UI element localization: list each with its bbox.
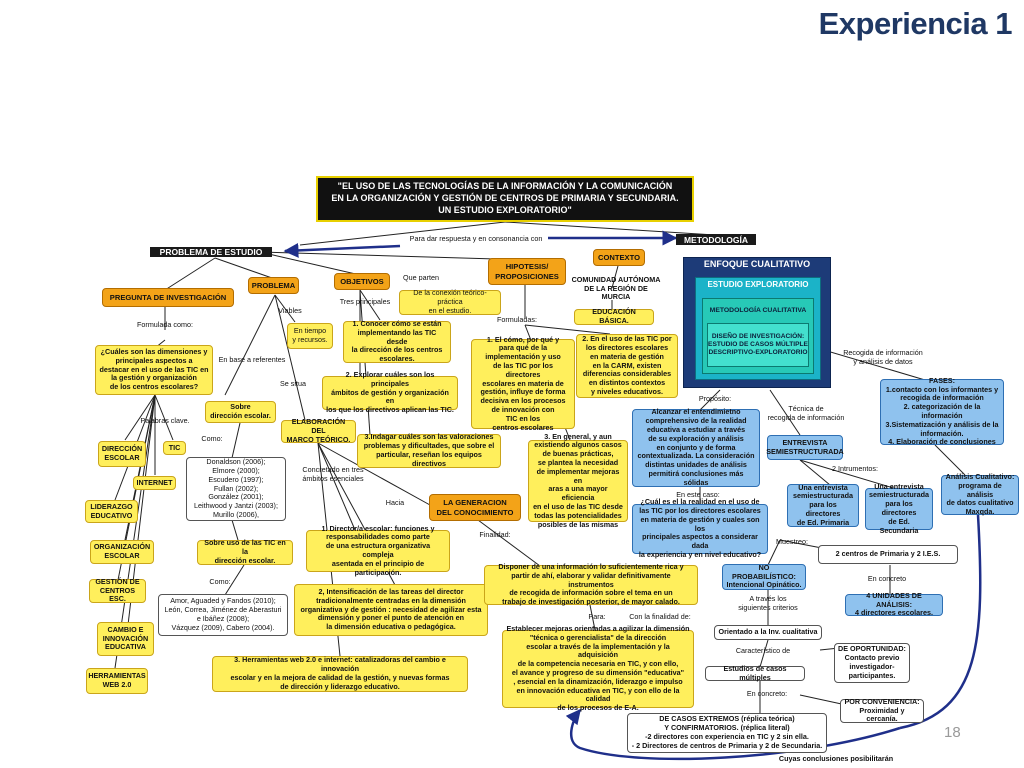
- link-proposito: Propósito:: [698, 393, 732, 403]
- kw-cambio: CAMBIO E INNOVACIÓN EDUCATIVA: [97, 622, 154, 656]
- link-muestreo: Muestreo:: [776, 536, 808, 546]
- link-a-traves: A través los siguientes criterios: [738, 594, 798, 612]
- metodologia-cualitativa-title: METODOLOGÍA CUALITATIVA: [709, 307, 807, 314]
- objetivo-3-node: 3.Indagar cuáles son las valoraciones pr…: [357, 433, 501, 468]
- amor-refs-node: Amor, Aguaded y Fandos (2010); León, Cor…: [158, 594, 288, 636]
- disponer-node: Disponer de una información lo suficient…: [484, 562, 698, 606]
- link-tecnica: Técnica de recogida de información: [767, 404, 845, 422]
- cuatro-unidades-node: 4 UNIDADES DE ANÁLISIS: 4 directores esc…: [845, 591, 943, 617]
- alcanzar-node: Alcanzar el entendimietno comprehensivo …: [632, 408, 760, 487]
- estudios-casos-node: Estudios de casos múltiples: [705, 664, 805, 681]
- link-en-concreto-2: En concreto:: [746, 688, 788, 698]
- page-number: 18: [944, 724, 961, 741]
- hipotesis-3-node: 3. En general, y aun existiendo algunos …: [528, 432, 628, 528]
- objetivo-2-node: 2. Explorar cuáles son los principales á…: [322, 370, 458, 414]
- link-dos-instr: 2 Intrumentos:: [832, 463, 878, 473]
- casos-extremos-node: DE CASOS EXTREMOS (réplica teórica) Y CO…: [627, 713, 827, 753]
- link-finalidad: Finalidad:: [479, 529, 511, 539]
- enfoque-cualitativo-title: ENFOQUE CUALITATIVO: [703, 259, 811, 269]
- comunidad-node: COMUNIDAD AUTÓNOMA DE LA REGIÓN DE MURCI…: [571, 274, 661, 302]
- no-probabilistico-node: NO PROBABILÍSTICO: Intencional Opinático…: [722, 563, 806, 590]
- fases-node: FASES: 1.contacto con los informantes y …: [880, 376, 1004, 446]
- link-con-finalidad: Con la finalidad de:: [629, 611, 691, 621]
- ambito-3-node: 3. Herramientas web 2.0 e internet: cata…: [212, 656, 468, 692]
- educacion-basica-node: EDUCACIÓN BÁSICA.: [574, 307, 654, 325]
- diseno-investigacion-node: DISEÑO DE INVESTIGACIÓN: ESTUDIO DE CASO…: [707, 323, 809, 367]
- link-viables: Viables: [278, 305, 302, 315]
- entrevista-node: ENTREVISTA SEMIESTRUCTURADA: [766, 435, 844, 460]
- link-cuyas: Cuyas conclusiones posibilitarán: [778, 754, 894, 764]
- link-en-concreto-1: En concreto: [867, 573, 907, 583]
- link-como-2: Como:: [209, 576, 231, 586]
- entrevista-primaria-node: Una entrevista semiestructurada para los…: [787, 483, 859, 527]
- pregunta-node: PREGUNTA DE INVESTIGACIÓN: [102, 288, 234, 307]
- hipotesis-node: HIPOTESIS/ PROPOSICIONES: [488, 258, 566, 285]
- link-para: Para:: [588, 611, 606, 621]
- objetivo-1-node: 1. Conocer cómo se están implementando l…: [343, 319, 451, 363]
- donaldson-refs-node: Donaldson (2006); Elmore (2000); Escuder…: [186, 457, 286, 521]
- de-oportunidad-node: DE OPORTUNIDAD: Contacto previo investig…: [834, 643, 910, 683]
- cual-realidad-node: ¿Cuál es el la realidad en el uso de las…: [632, 497, 768, 559]
- conexion-node: De la conexión teórico-práctica en el es…: [399, 288, 501, 315]
- kw-direccion-escolar: DIRECCIÓN ESCOLAR: [98, 441, 146, 467]
- hipotesis-2-node: 2. En el uso de las TIC por los director…: [576, 334, 678, 398]
- link-en-este: En este caso:: [676, 489, 720, 499]
- link-tres-principales: Tres principales: [339, 296, 391, 306]
- link-para-dar: Para dar respuesta y en consonancia con: [409, 233, 543, 243]
- objetivos-node: OBJETIVOS: [334, 273, 390, 290]
- establecer-node: Establecer mejoras orientadas a agilizar…: [502, 624, 694, 712]
- ambito-1-node: 1. Director/a escolar: funciones y respo…: [306, 524, 450, 576]
- generacion-node: LA GENERACION DEL CONOCIMIENTO: [429, 494, 521, 521]
- hipotesis-1-node: 1. El cómo, por qué y para qué de la imp…: [471, 335, 575, 431]
- kw-herramientas: HERRAMIENTAS WEB 2.0: [86, 668, 148, 694]
- link-que-parten: Que parten: [403, 272, 439, 282]
- kw-internet: INTERNET: [133, 476, 176, 490]
- link-en-base: En base a referentes: [218, 354, 286, 364]
- kw-organizacion: ORGANIZACIÓN ESCOLAR: [90, 540, 154, 564]
- cuales-question-node: ¿Cuáles son las dimensiones y principale…: [95, 345, 213, 395]
- link-palabras: Palabras clave.: [140, 415, 190, 425]
- contexto-node: CONTEXTO: [593, 249, 645, 266]
- kw-gestion: GESTIÓN DE CENTROS ESC.: [89, 577, 146, 603]
- map-main-title: "EL USO DE LAS TECNOLOGÍAS DE LA INFORMA…: [316, 176, 694, 222]
- por-conveniencia-node: POR CONVENIENCIA: Proximidad y cercanía.: [840, 697, 924, 723]
- kw-liderazgo: LIDERAZGO EDUCATIVO: [85, 500, 138, 523]
- link-caracteristico: Característico de: [735, 645, 791, 655]
- dos-centros-node: 2 centros de Primaria y 2 I.E.S.: [818, 545, 958, 564]
- problema-node: PROBLEMA: [248, 277, 299, 294]
- problema-estudio-label: PROBLEMA DE ESTUDIO: [150, 247, 272, 257]
- sobre-direccion-node: Sobre dirección escolar.: [205, 401, 276, 423]
- metodologia-label: METODOLOGÍA: [676, 234, 756, 245]
- slide-title: Experiencia 1: [818, 6, 1013, 41]
- link-formuladas: Formuladas:: [497, 314, 537, 324]
- orientado-node: Orientado a la Inv. cualitativa: [714, 625, 822, 640]
- link-hacia: Hacia: [385, 497, 405, 507]
- link-concretado: Concretado en tres ámbitos esenciales: [302, 465, 364, 483]
- link-se-situa: Se situa: [280, 378, 306, 388]
- kw-tic: TIC: [163, 441, 186, 455]
- estudio-exploratorio-title: ESTUDIO EXPLORATORIO: [707, 280, 809, 289]
- elaboracion-node: ELABORACIÓN DEL MARCO TEÓRICO.: [281, 417, 356, 444]
- entrevista-secundaria-node: Una entrevista semiestructurada para los…: [865, 482, 933, 534]
- analisis-cualitativo-node: Análisis Cualitativo: programa de anális…: [941, 472, 1019, 516]
- link-recogida: Recogida de información y análisis de da…: [843, 348, 923, 366]
- link-formulada: Formulada como:: [137, 319, 193, 329]
- link-como-1: Como:: [201, 433, 223, 443]
- ambito-2-node: 2, Intensificación de las tareas del dir…: [294, 584, 488, 636]
- en-tiempo-node: En tiempo y recursos.: [287, 323, 333, 349]
- sobre-uso-node: Sobre uso de las TIC en la dirección esc…: [197, 538, 293, 565]
